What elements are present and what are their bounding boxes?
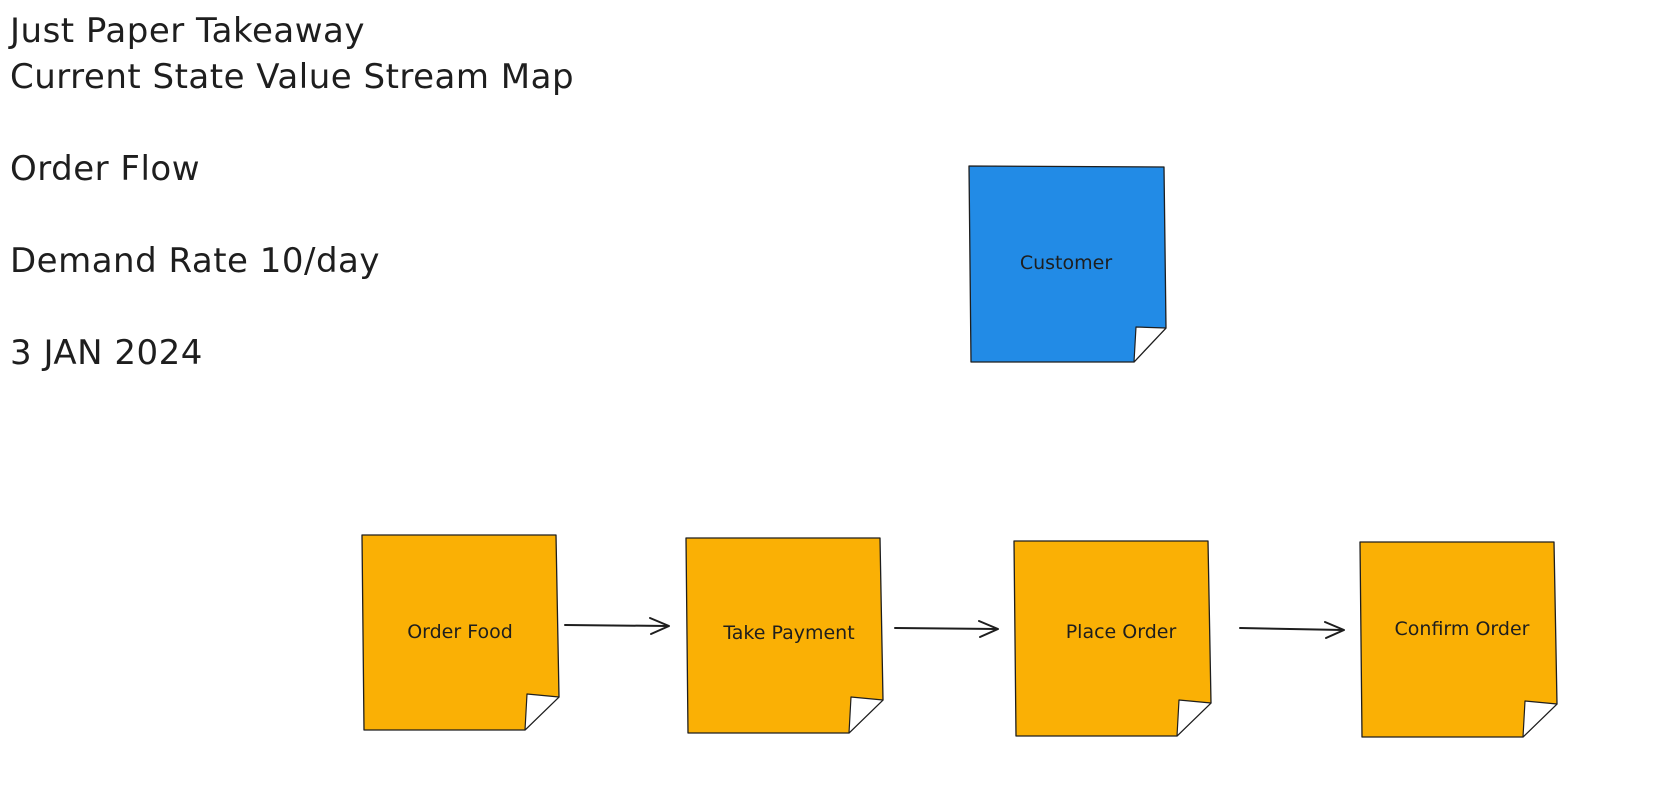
title-flow: Order Flow <box>10 149 201 189</box>
title-demand-rate: Demand Rate 10/day <box>10 241 381 281</box>
process-note-shape <box>361 534 560 731</box>
title-map-name: Current State Value Stream Map <box>10 57 575 97</box>
process-note-place-order[interactable]: Place Order <box>1013 540 1221 748</box>
title-company: Just Paper Takeaway <box>10 11 365 51</box>
process-note-shape <box>685 537 884 734</box>
process-note-shape <box>1013 540 1212 737</box>
process-note-shape <box>1359 541 1558 738</box>
flow-arrow-3[interactable] <box>1235 616 1355 646</box>
process-note-confirm-order[interactable]: Confirm Order <box>1359 541 1567 749</box>
flow-arrow-1[interactable] <box>560 612 680 642</box>
title-block: Just Paper Takeaway Current State Value … <box>10 8 574 376</box>
process-note-take-payment[interactable]: Take Payment <box>685 537 893 745</box>
process-note-order-food[interactable]: Order Food <box>361 534 569 742</box>
title-date: 3 JAN 2024 <box>10 333 203 373</box>
flow-arrow-2[interactable] <box>890 616 1010 646</box>
customer-note-shape <box>968 165 1167 363</box>
customer-note[interactable]: Customer <box>968 165 1176 373</box>
